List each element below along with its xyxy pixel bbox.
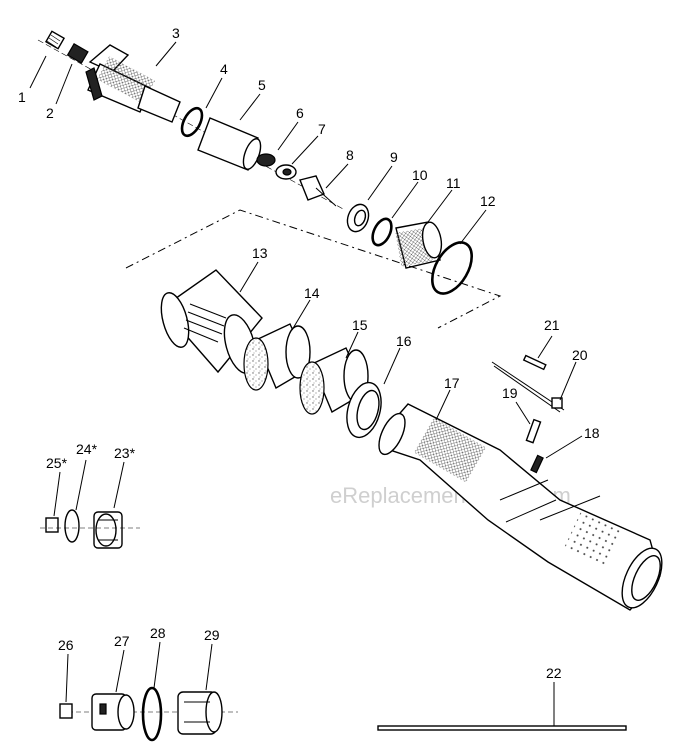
label-23: 23* bbox=[114, 445, 136, 461]
part-28-o-ring bbox=[141, 686, 163, 742]
part-16-ring bbox=[346, 381, 382, 439]
part-14-abrasive-drum bbox=[243, 323, 311, 391]
part-25-plug bbox=[45, 517, 59, 533]
label-8: 8 bbox=[346, 147, 354, 163]
label-7: 7 bbox=[318, 121, 326, 137]
part-1-spring bbox=[44, 30, 66, 50]
part-24-o-ring bbox=[64, 509, 80, 543]
part-3-housing bbox=[85, 44, 181, 123]
label-15: 15 bbox=[352, 317, 368, 333]
part-17-main-body bbox=[378, 403, 663, 611]
part-21-rod bbox=[522, 354, 547, 371]
label-19: 19 bbox=[502, 385, 518, 401]
label-10: 10 bbox=[412, 167, 428, 183]
label-28: 28 bbox=[150, 625, 166, 641]
label-13: 13 bbox=[252, 245, 268, 261]
part-27-adapter bbox=[91, 693, 135, 731]
label-20: 20 bbox=[572, 347, 588, 363]
part-4-o-ring bbox=[180, 106, 204, 138]
label-17: 17 bbox=[444, 375, 460, 391]
label-14: 14 bbox=[304, 285, 320, 301]
part-12-o-ring bbox=[431, 241, 473, 295]
label-21: 21 bbox=[544, 317, 560, 333]
label-1: 1 bbox=[18, 89, 26, 105]
part-6-valve bbox=[256, 153, 276, 167]
label-22: 22 bbox=[546, 665, 562, 681]
label-16: 16 bbox=[396, 333, 412, 349]
part-5-sleeve bbox=[197, 117, 262, 171]
dashed-bracket bbox=[125, 209, 502, 329]
part-labels: 1 2 3 4 5 6 7 8 9 10 11 12 13 14 15 16 1… bbox=[18, 25, 600, 681]
label-2: 2 bbox=[46, 105, 54, 121]
label-18: 18 bbox=[584, 425, 600, 441]
part-29-collet-nut bbox=[177, 691, 223, 735]
label-3: 3 bbox=[172, 25, 180, 41]
label-9: 9 bbox=[390, 149, 398, 165]
part-9-bushing bbox=[346, 203, 370, 233]
label-29: 29 bbox=[204, 627, 220, 643]
leader-lines bbox=[29, 41, 583, 726]
label-27: 27 bbox=[114, 633, 130, 649]
part-10-o-ring bbox=[371, 217, 393, 247]
part-20-lever bbox=[491, 361, 565, 413]
part-11-collar bbox=[395, 221, 443, 269]
part-15-abrasive-drum bbox=[299, 347, 369, 415]
part-23-collet bbox=[93, 511, 123, 549]
label-5: 5 bbox=[258, 77, 266, 93]
part-8-pin bbox=[299, 175, 337, 207]
label-25: 25* bbox=[46, 455, 68, 471]
label-12: 12 bbox=[480, 193, 496, 209]
label-11: 11 bbox=[446, 175, 461, 191]
part-2-spring bbox=[66, 42, 89, 64]
label-26: 26 bbox=[58, 637, 74, 653]
part-18-pin bbox=[530, 454, 544, 474]
label-4: 4 bbox=[220, 61, 228, 77]
label-24: 24* bbox=[76, 441, 98, 457]
part-22-rod bbox=[377, 725, 627, 731]
part-7-valve-seat bbox=[275, 164, 297, 180]
label-6: 6 bbox=[296, 105, 304, 121]
axis-line-upper bbox=[37, 39, 346, 211]
part-19-pin bbox=[525, 418, 542, 444]
part-26-plug bbox=[59, 703, 73, 719]
